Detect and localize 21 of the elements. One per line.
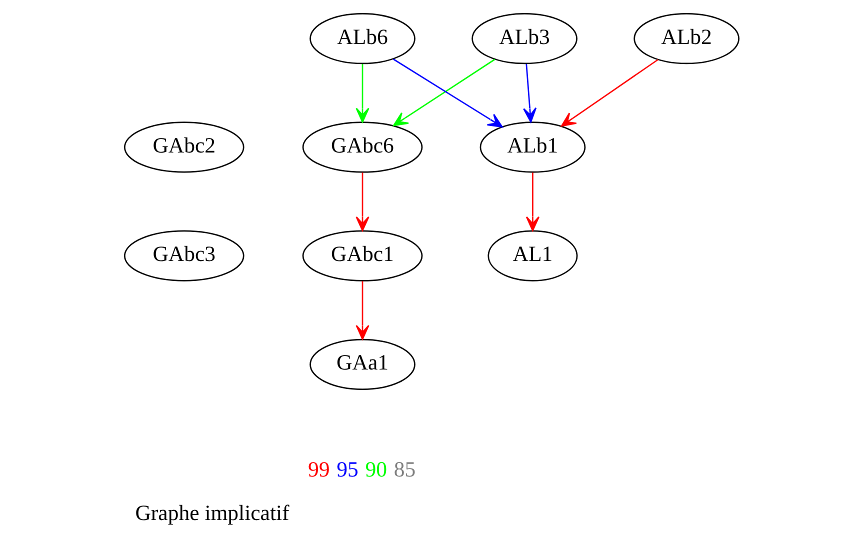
node-ellipse: GAa1 [309, 338, 415, 390]
arrow [522, 64, 536, 123]
caption: Graphe implicatif [134, 500, 289, 525]
arrow [560, 59, 658, 127]
arrow [355, 172, 369, 232]
node-ellipse: GAbc2 [123, 122, 244, 173]
node-ellipse: ALb6 [309, 13, 415, 64]
node-ellipse: ALb1 [479, 122, 586, 173]
legend-label: 90 [364, 457, 386, 482]
arrow [355, 281, 369, 340]
node-ellipse: ALb2 [633, 13, 739, 64]
node-ellipse: AL1 [487, 230, 578, 282]
node-ellipse: GAbc1 [302, 230, 422, 282]
arrow [525, 172, 540, 232]
legend-label: 85 [393, 457, 416, 482]
node-ellipse: ALb3 [471, 13, 577, 64]
legend-label: 99 [308, 457, 330, 482]
node-ellipse: GAbc6 [302, 122, 422, 173]
legend-label: 95 [336, 457, 358, 482]
arrow [355, 64, 369, 123]
node-ellipse: GAbc3 [123, 230, 244, 282]
